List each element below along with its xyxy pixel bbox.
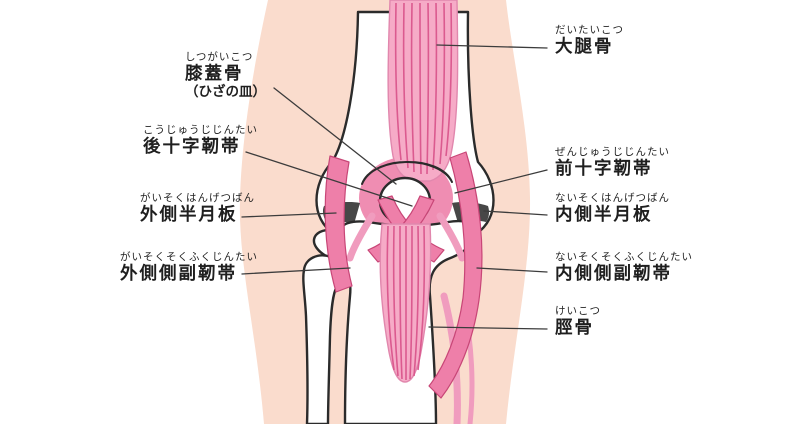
label-patella-note: （ひざの皿） [185,84,266,100]
label-acl: ぜんじゅうじじんたい 前十字靭帯 [555,147,670,178]
label-lateral-meniscus: がいそくはんげつばん 外側半月板 [140,193,255,224]
label-medial-meniscus-text: 内側半月板 [555,204,653,225]
leader-line-acl [454,169,548,194]
leader-line-lateral-meniscus [241,212,337,218]
label-medial-meniscus-ruby: ないそくはんげつばん [555,192,670,204]
label-pcl: こうじゅうじじんたい 後十字靭帯 [143,125,258,156]
label-lcl: がいそくそくふくじんたい 外側側副靭帯 [120,252,258,283]
label-tibia-ruby: けいこつ [555,305,601,317]
leader-line-mcl [476,267,548,273]
label-pcl-text: 後十字靭帯 [143,136,241,157]
label-femur: だいたいこつ 大腿骨 [555,25,624,56]
leader-line-patella [273,87,397,185]
label-mcl-ruby: ないそくそくふくじんたい [555,251,693,263]
label-lcl-text: 外側側副靭帯 [120,263,237,284]
lateral-retinaculum-strand [346,212,376,262]
leader-line-medial-meniscus [483,210,548,216]
label-tibia-text: 脛骨 [555,317,594,338]
patellar-tendon-fibers [386,225,426,380]
label-femur-ruby: だいたいこつ [555,24,624,36]
label-mcl-text: 内側側副靭帯 [555,263,672,284]
label-patella-text: 膝蓋骨 [185,63,244,84]
leader-line-lcl [241,267,351,275]
label-mcl: ないそくそくふくじんたい 内側側副靭帯 [555,252,693,283]
label-pcl-ruby: こうじゅうじじんたい [143,124,258,136]
label-patella-ruby: しつがいこつ [185,51,254,63]
label-lcl-ruby: がいそくそくふくじんたい [120,251,258,263]
lcl-band [324,155,353,293]
leader-lines [241,44,548,330]
leader-line-femur [436,44,548,49]
label-tibia: けいこつ 脛骨 [555,306,601,337]
label-lateral-meniscus-ruby: がいそくはんげつばん [140,192,255,204]
quadriceps-tendon [387,0,459,182]
trochlea-outline [361,161,453,185]
leader-line-pcl [245,151,413,207]
medial-retinaculum-strand [436,212,466,262]
label-acl-ruby: ぜんじゅうじじんたい [555,146,670,158]
label-lateral-meniscus-text: 外側半月板 [140,204,238,225]
mcl-band [428,151,483,399]
quadriceps-tendon-fibers [394,2,453,175]
label-patella: しつがいこつ 膝蓋骨 （ひざの皿） [185,52,266,100]
label-medial-meniscus: ないそくはんげつばん 内側半月板 [555,193,670,224]
leader-line-tibia [428,326,548,330]
label-acl-text: 前十字靭帯 [555,158,653,179]
label-femur-text: 大腿骨 [555,36,614,57]
